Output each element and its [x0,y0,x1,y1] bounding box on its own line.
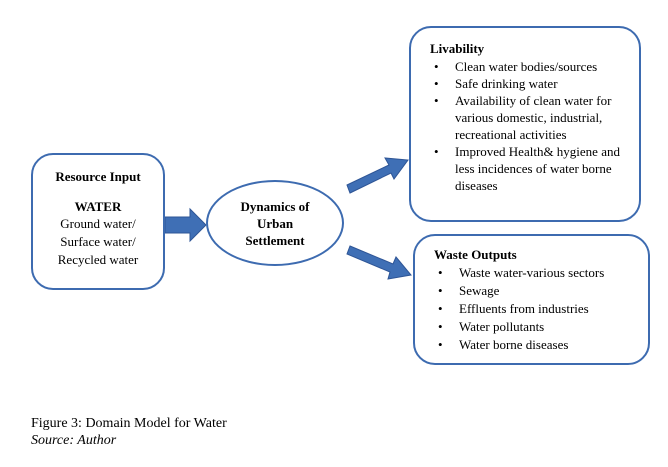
bullet-icon: • [434,76,439,91]
dynamics-line: Settlement [245,232,305,248]
list-item: •Water borne diseases [438,337,569,352]
bullet-icon: • [434,144,439,159]
dynamics-line: Dynamics of [240,198,310,214]
livability-title: Livability [430,41,485,56]
list-item: •Improved Health& hygiene and less incid… [434,144,620,193]
arrow-resource-to-dynamics [164,207,207,243]
livability-box: Livability •Clean water bodies/sources •… [409,26,641,222]
arrow-dynamics-to-waste [346,245,412,280]
waste-outputs-title: Waste Outputs [434,247,517,262]
list-item: •Clean water bodies/sources [434,59,598,74]
resource-input-box: Resource Input WATER Ground water/ Surfa… [31,153,165,290]
bullet-icon: • [438,265,443,280]
water-label: WATER [74,199,122,214]
arrow-dynamics-to-livability [346,157,409,194]
waste-outputs-box: Waste Outputs •Waste water-various secto… [413,234,650,365]
list-item: •Water pollutants [438,319,545,334]
livability-list: •Clean water bodies/sources •Safe drinki… [430,58,631,194]
figure-source: Source: Author [31,433,117,448]
bullet-icon: • [434,59,439,74]
bullet-icon: • [434,93,439,108]
dynamics-line: Urban [256,215,294,231]
figure-caption: Figure 3: Domain Model for Water [31,416,227,431]
bullet-icon: • [438,319,443,334]
bullet-icon: • [438,283,443,298]
list-item: •Sewage [438,283,500,298]
list-item: •Waste water-various sectors [438,265,605,280]
resource-input-title: Resource Input [55,169,141,184]
bullet-icon: • [438,337,443,352]
resource-line: Recycled water [57,252,139,267]
bullet-icon: • [438,301,443,316]
waste-outputs-list: •Waste water-various sectors •Sewage •Ef… [434,264,640,354]
dynamics-ellipse: Dynamics of Urban Settlement [206,180,344,266]
resource-line: Ground water/ [60,216,136,231]
resource-line: Surface water/ [60,234,136,249]
list-item: •Availability of clean water for various… [434,93,612,142]
list-item: •Safe drinking water [434,76,558,91]
list-item: •Effluents from industries [438,301,589,316]
